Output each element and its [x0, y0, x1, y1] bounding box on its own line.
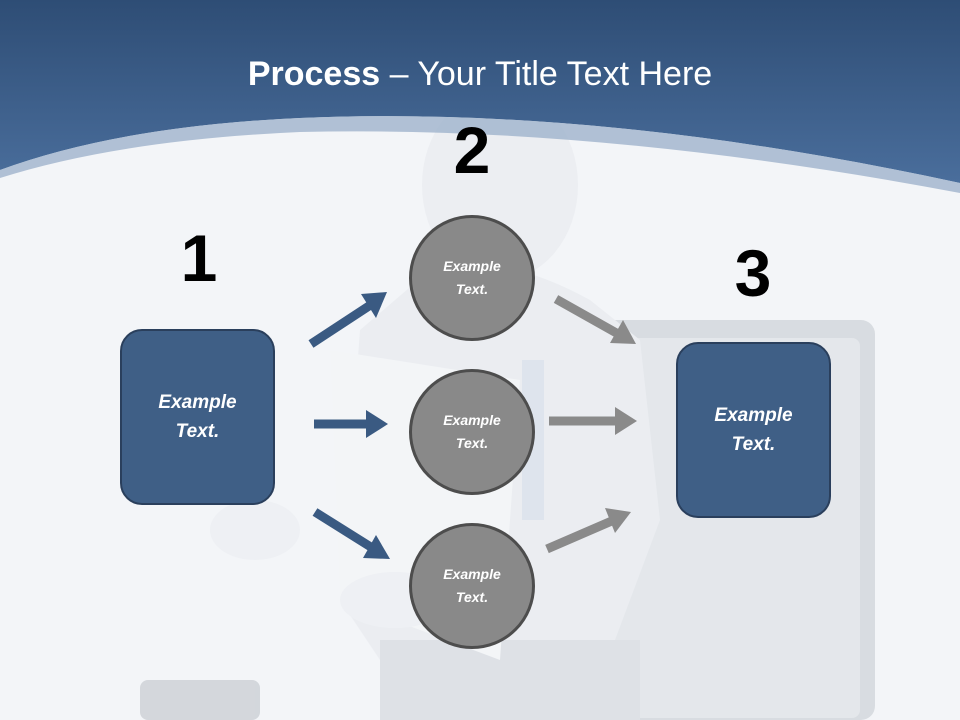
step-2-circle-middle: Example Text.: [409, 369, 535, 495]
step-2-circle-bottom: Example Text.: [409, 523, 535, 649]
arrow-1-to-top: [308, 292, 387, 348]
step-2-circle-top-text: Example Text.: [443, 258, 501, 297]
arrow-top-to-3: [553, 295, 636, 344]
step-number-1: 1: [180, 221, 218, 295]
step-2-circle-bottom-text: Example Text.: [443, 566, 501, 605]
arrow-bottom-to-3: [545, 508, 631, 554]
step-1-box: Example Text.: [120, 329, 275, 505]
step-2-circle-top: Example Text.: [409, 215, 535, 341]
step-2-circle-middle-text: Example Text.: [443, 412, 501, 451]
slide-title: Process – Your Title Text Here: [0, 52, 960, 96]
step-number-2: 2: [453, 113, 491, 187]
title-bold: Process: [247, 55, 381, 93]
step-1-text: Example Text.: [158, 392, 237, 442]
step-3-text: Example Text.: [714, 405, 793, 455]
title-rest: – Your Title Text Here: [380, 55, 713, 93]
arrow-middle-to-3: [549, 407, 637, 435]
step-number-3: 3: [734, 236, 772, 310]
step-3-box: Example Text.: [676, 342, 831, 518]
arrow-1-to-bottom: [312, 508, 390, 559]
arrow-1-to-middle: [314, 410, 388, 438]
